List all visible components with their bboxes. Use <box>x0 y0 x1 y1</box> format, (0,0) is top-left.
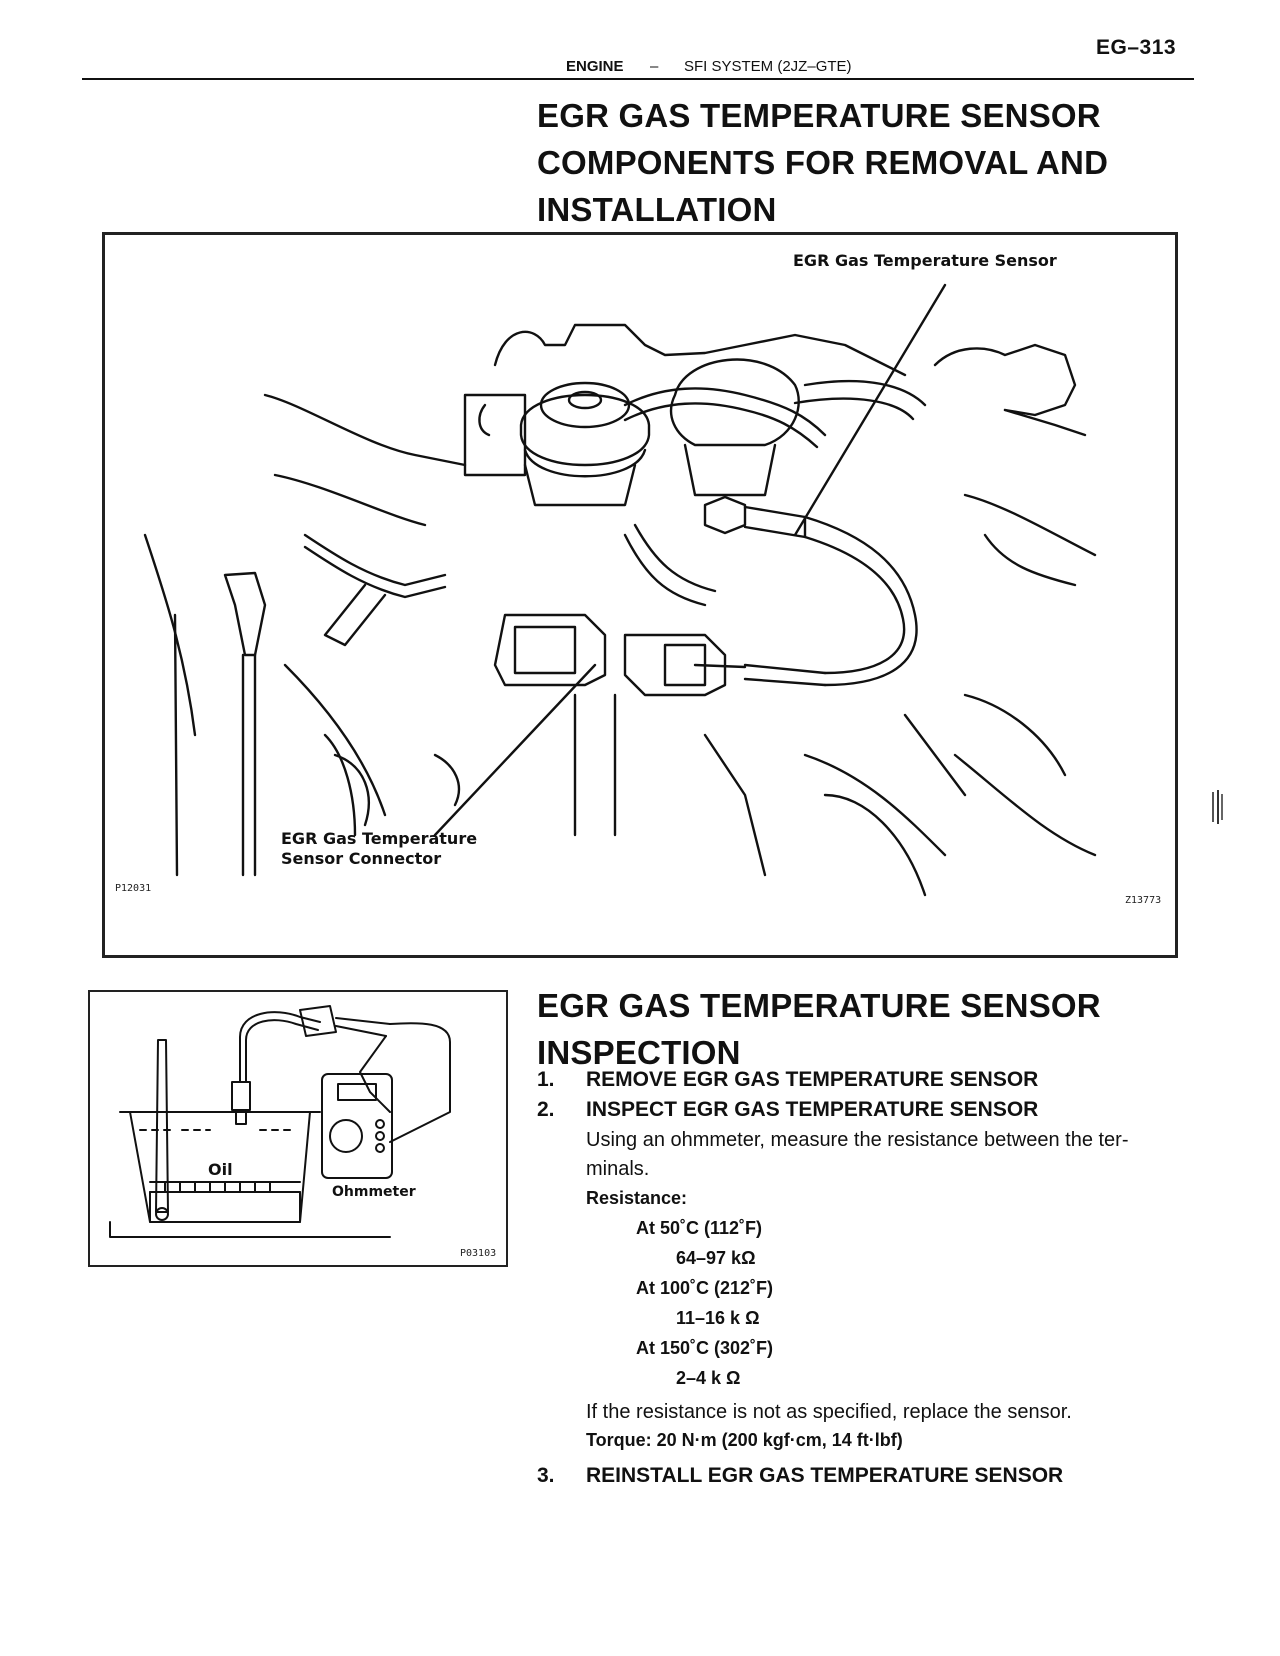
figure-code-right: Z13773 <box>1125 895 1162 906</box>
spec-resistance: 64–97 kΩ <box>676 1248 756 1268</box>
components-title-line: EGR GAS TEMPERATURE SENSOR <box>537 97 1101 134</box>
components-figure: EGR Gas Temperature Sensor EGR Gas Tempe… <box>102 232 1178 958</box>
inspection-figure: Oil Ohmmeter P03103 <box>88 990 508 1267</box>
sensor-callout: EGR Gas Temperature Sensor <box>793 251 1057 270</box>
inspection-title-line: EGR GAS TEMPERATURE SENSOR <box>537 987 1101 1024</box>
header-section: ENGINE <box>566 58 624 75</box>
engine-illustration <box>143 283 1097 897</box>
step-text: INSPECT EGR GAS TEMPERATURE SENSOR <box>586 1098 1039 1121</box>
replace-note: If the resistance is not as specified, r… <box>586 1401 1072 1423</box>
components-title: EGR GAS TEMPERATURE SENSOR COMPONENTS FO… <box>537 92 1197 233</box>
instruction-line: Using an ohmmeter, measure the resistanc… <box>586 1129 1129 1151</box>
header-dash: – <box>650 58 659 75</box>
resistance-label: Resistance: <box>586 1188 688 1208</box>
step-text: REMOVE EGR GAS TEMPERATURE SENSOR <box>586 1068 1039 1091</box>
page-number: EG–313 <box>1096 36 1177 59</box>
spec-temperature: At 100˚C (212˚F) <box>636 1278 774 1298</box>
inspection-title: EGR GAS TEMPERATURE SENSOR INSPECTION <box>537 982 1197 1076</box>
oil-label: Oil <box>208 1160 233 1179</box>
step-number: 3. <box>537 1464 555 1487</box>
connector-callout-line2: Sensor Connector <box>281 849 442 868</box>
figure-code: P03103 <box>460 1248 497 1259</box>
header-system: SFI SYSTEM (2JZ–GTE) <box>684 58 852 75</box>
spec-resistance: 2–4 k Ω <box>676 1368 741 1388</box>
step-number: 2. <box>537 1098 555 1121</box>
step-number: 1. <box>537 1068 555 1091</box>
spec-temperature: At 150˚C (302˚F) <box>636 1338 774 1358</box>
header-rule <box>82 78 1194 80</box>
components-title-line: COMPONENTS FOR REMOVAL AND <box>537 144 1109 181</box>
spec-resistance: 11–16 k Ω <box>676 1308 760 1328</box>
instruction-line: minals. <box>586 1158 650 1180</box>
connector-callout-line1: EGR Gas Temperature <box>281 829 478 848</box>
inspection-title-line: INSPECTION <box>537 1034 741 1071</box>
ohmmeter-test-illustration <box>109 1005 451 1238</box>
components-title-line: INSTALLATION <box>537 191 777 228</box>
scan-mark <box>1212 790 1223 824</box>
spec-temperature: At 50˚C (112˚F) <box>636 1218 763 1238</box>
step-text: REINSTALL EGR GAS TEMPERATURE SENSOR <box>586 1464 1064 1487</box>
figure-code-left: P12031 <box>115 883 152 894</box>
torque-spec: Torque: 20 N·m (200 kgf·cm, 14 ft·lbf) <box>586 1430 903 1450</box>
ohmmeter-label: Ohmmeter <box>332 1184 416 1200</box>
